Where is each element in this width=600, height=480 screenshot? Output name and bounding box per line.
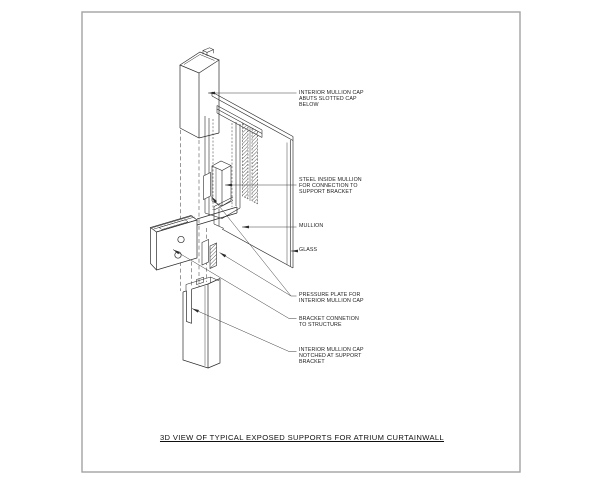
top-mullion-cap bbox=[179, 47, 220, 139]
sheet-border bbox=[81, 11, 521, 473]
drawing-title: 3D VIEW OF TYPICAL EXPOSED SUPPORTS FOR … bbox=[159, 433, 445, 442]
cap-tab bbox=[196, 276, 204, 285]
label-bracket-connection: BRACKET CONNETION TO STRUCTURE bbox=[299, 316, 359, 328]
notch bbox=[186, 289, 192, 324]
steel-bars-hatched bbox=[242, 122, 258, 205]
label-pressure-plate: PRESSURE PLATE FOR INTERIOR MULLION CAP bbox=[299, 292, 364, 304]
pressure-plates bbox=[201, 239, 217, 269]
leader-bracket bbox=[172, 249, 297, 319]
steel-insert bbox=[211, 160, 232, 207]
leader-pressure-plate-b bbox=[211, 196, 292, 297]
label-notched-cap: INTERIOR MULLION CAP NOTCHED AT SUPPORT … bbox=[299, 347, 364, 365]
leader-notched-cap bbox=[191, 308, 297, 352]
mullion-assembly bbox=[203, 105, 263, 229]
label-steel-inside-mullion: STEEL INSIDE MULLION FOR CONNECTION TO S… bbox=[299, 177, 362, 195]
leader-lines bbox=[172, 91, 298, 352]
bracket-slot bbox=[158, 219, 189, 230]
label-mullion: MULLION bbox=[299, 223, 324, 229]
label-glass: GLASS bbox=[299, 247, 318, 253]
lower-mullion-cap bbox=[182, 276, 221, 369]
label-interior-mullion-cap-abuts: INTERIOR MULLION CAP ABUTS SLOTTED CAP B… bbox=[299, 90, 364, 108]
upper-pressure-plate bbox=[203, 172, 211, 200]
bracket-arm bbox=[196, 206, 238, 226]
